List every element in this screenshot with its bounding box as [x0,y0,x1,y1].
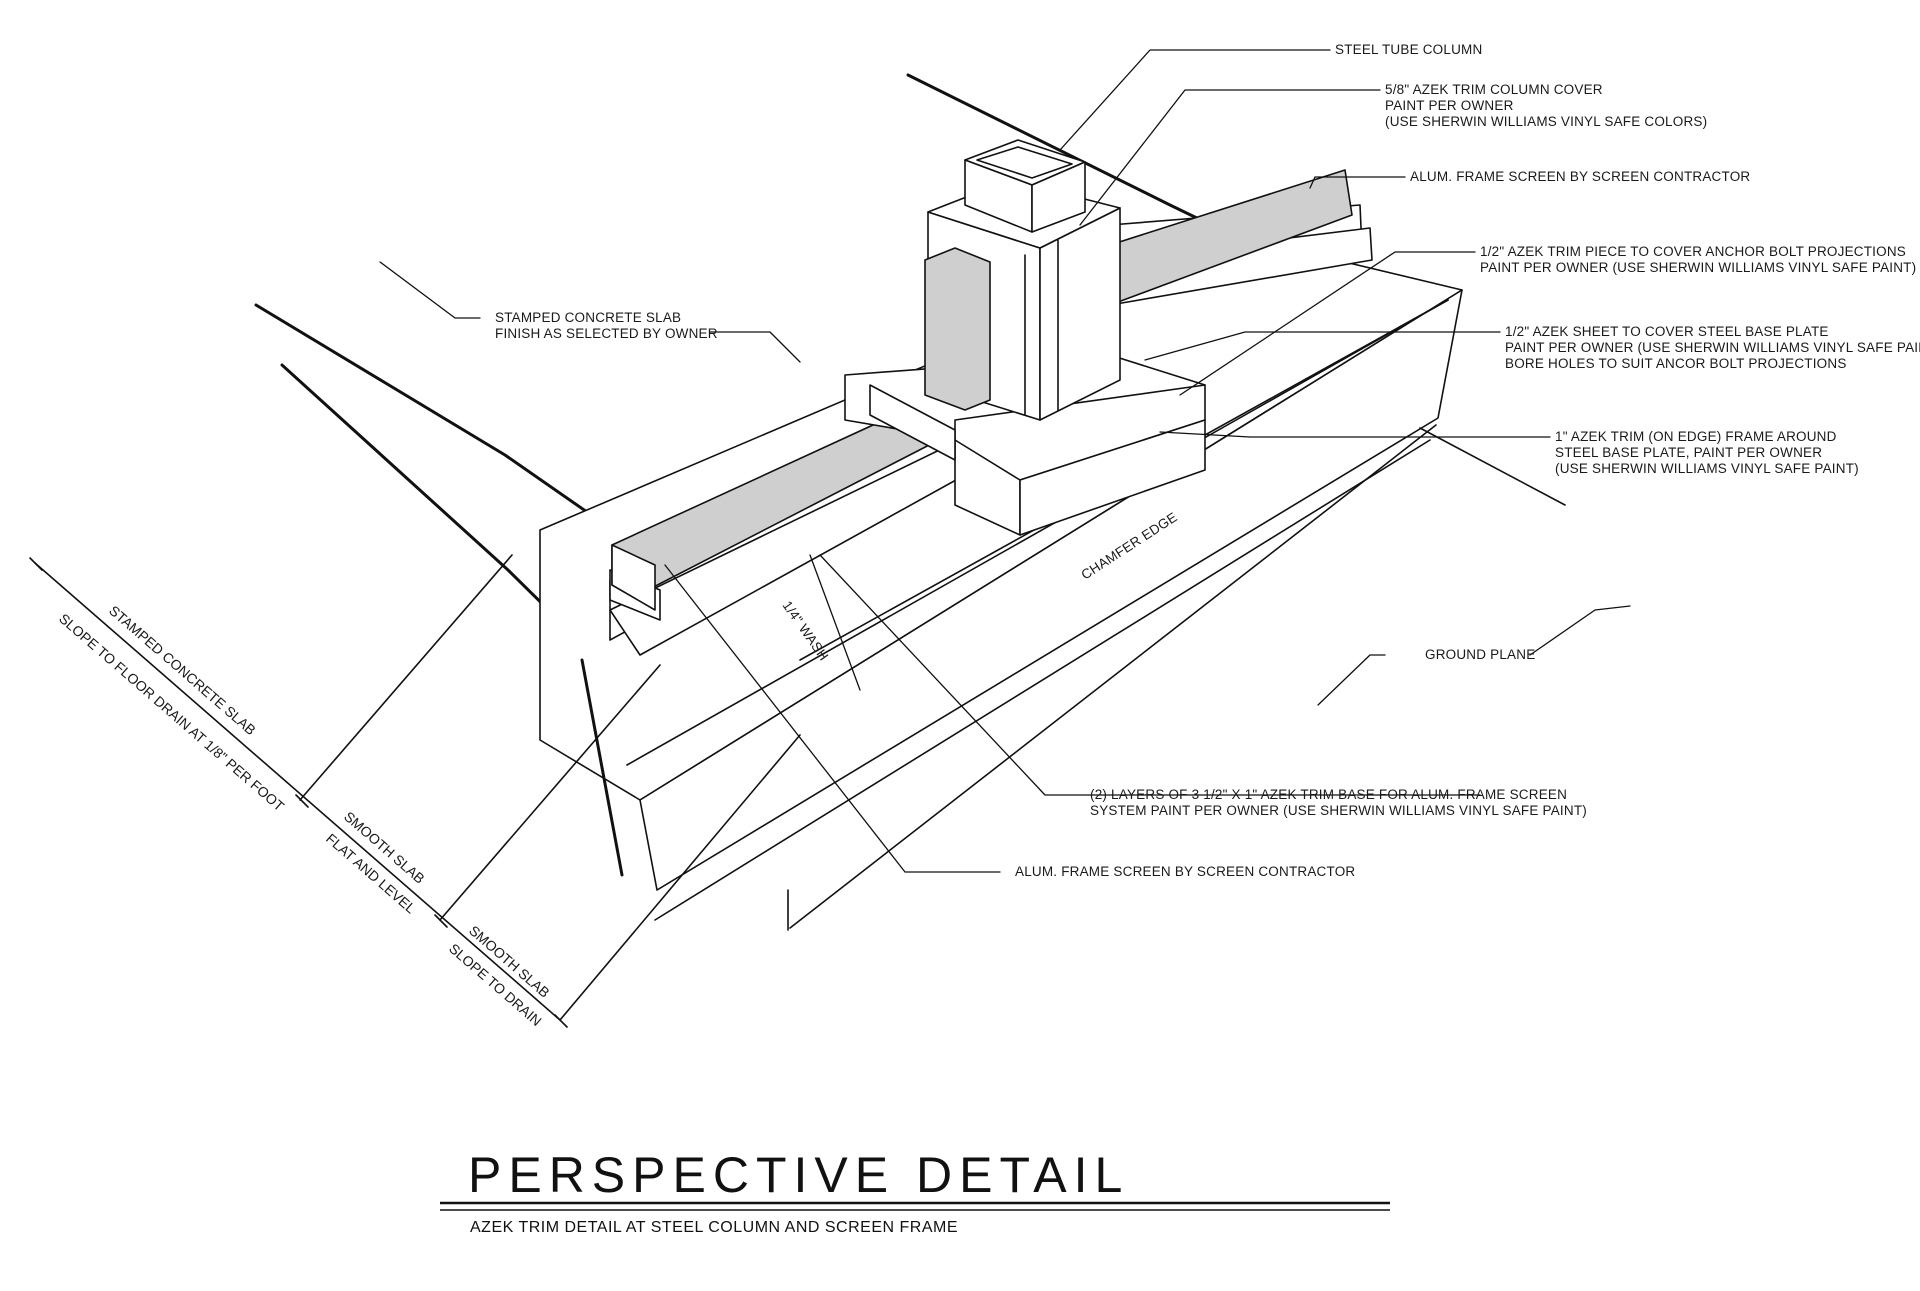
dim-stamped-2: SLOPE TO FLOOR DRAIN AT 1/8" PER FOOT [56,610,288,814]
ground-line-2 [789,424,1437,929]
wash-arrow-line [809,554,861,691]
leader-trim-base [819,554,1481,796]
leader-edge-frame [1159,431,1551,438]
dim-tick-1 [29,557,43,571]
steel-column-with-cover [924,139,1121,421]
leader-alum-top [1309,176,1406,189]
dimension-baseline [34,562,561,1021]
dim-ext-3 [559,734,801,1021]
dim-tick-3 [434,914,448,928]
label-column-cover-3: (USE SHERWIN WILLIAMS VINYL SAFE COLORS) [1385,114,1707,129]
label-stamped-slab-1: STAMPED CONCRETE SLAB [495,310,681,325]
label-column-cover-1: 5/8" AZEK TRIM COLUMN COVER [1385,82,1603,97]
dim-ext-2 [439,664,661,921]
slab-joint-line [580,658,624,877]
label-steel-tube-column: STEEL TUBE COLUMN [1335,42,1482,57]
label-base-sheet-2: PAINT PER OWNER (USE SHERWIN WILLIAMS VI… [1505,340,1920,355]
drawing-subtitle: AZEK TRIM DETAIL AT STEEL COLUMN AND SCR… [470,1219,958,1236]
leader-base-sheet [1144,331,1501,361]
leader-lines [379,49,1631,873]
label-trim-base-1: (2) LAYERS OF 3 1/2" X 1" AZEK TRIM BASE… [1090,787,1567,802]
leader-ground-right [1529,605,1631,656]
drawing-title: PERSPECTIVE DETAIL [468,1147,1129,1203]
screen-trim-base [609,169,1373,656]
label-anchor-trim-2: PAINT PER OWNER (USE SHERWIN WILLIAMS VI… [1480,260,1916,275]
anchor-trim-piece [869,384,956,461]
leader-alum-bottom [664,564,1001,873]
label-column-cover-2: PAINT PER OWNER [1385,98,1514,113]
tube-column-inner [976,146,1073,179]
ground-line-1 [654,439,1431,921]
label-base-sheet-1: 1/2" AZEK SHEET TO COVER STEEL BASE PLAT… [1505,324,1829,339]
leader-stamped-right [709,331,801,363]
label-stamped-slab-2: FINISH AS SELECTED BY OWNER [495,326,718,341]
label-edge-frame-3: (USE SHERWIN WILLIAMS VINYL SAFE PAINT) [1555,461,1859,476]
label-alum-screen-top: ALUM. FRAME SCREEN BY SCREEN CONTRACTOR [1410,169,1750,184]
leader-anchor-trim [1179,251,1476,396]
front-screen-end [611,544,656,611]
base-plate-frame-right [1019,419,1206,536]
label-ground-plane: GROUND PLANE [1425,647,1535,662]
chamfer-line [626,299,1449,766]
label-edge-frame-1: 1" AZEK TRIM (ON EDGE) FRAME AROUND [1555,429,1837,444]
tube-column-right [1031,161,1086,233]
label-base-sheet-3: BORE HOLES TO SUIT ANCOR BOLT PROJECTION… [1505,356,1847,371]
leader-column-cover [1079,89,1381,226]
dimension-lines [29,554,801,1028]
leader-steel-tube [1059,49,1331,151]
label-anchor-trim-1: 1/2" AZEK TRIM PIECE TO COVER ANCHOR BOL… [1480,244,1906,259]
leader-ground-left [1317,654,1386,706]
leader-stamped-left [379,261,481,319]
title-block: PERSPECTIVE DETAIL AZEK TRIM DETAIL AT S… [440,1147,1390,1236]
column-grey-pilaster [924,247,991,411]
label-alum-screen-bottom: ALUM. FRAME SCREEN BY SCREEN CONTRACTOR [1015,864,1355,879]
dim-tick-2 [295,794,309,808]
ground-line-right [1419,427,1566,506]
dim-ext-1 [299,554,513,801]
label-trim-base-2: SYSTEM PAINT PER OWNER (USE SHERWIN WILL… [1090,803,1587,818]
label-edge-frame-2: STEEL BASE PLATE, PAINT PER OWNER [1555,445,1822,460]
dim-tick-4 [554,1014,568,1028]
